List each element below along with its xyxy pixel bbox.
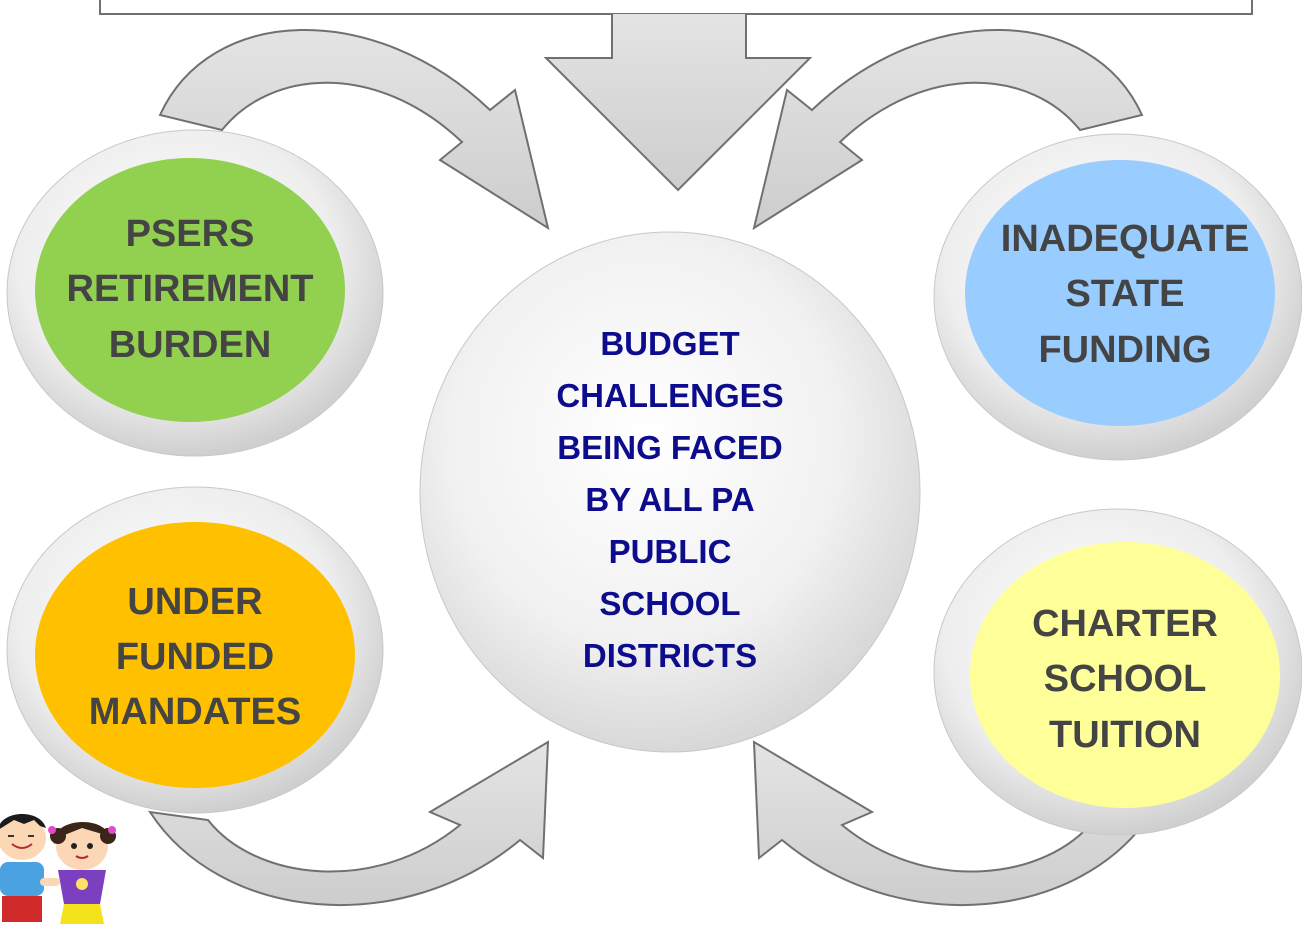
down-arrow <box>543 14 813 192</box>
node-charter <box>933 508 1302 836</box>
node-mandates <box>6 486 384 814</box>
node-psers <box>6 129 384 457</box>
center-circle <box>419 231 921 753</box>
children-clipart-icon <box>0 814 116 924</box>
label-psers: PSERS RETIREMENT BURDEN <box>66 213 314 366</box>
curved-arrow-top-left <box>158 29 550 231</box>
label-charter: CHARTER SCHOOL TUITION <box>1032 603 1218 756</box>
top-box-outline <box>99 0 1253 15</box>
curved-arrow-top-right <box>752 29 1144 231</box>
curved-arrow-bottom-right <box>752 740 1155 906</box>
curved-arrow-bottom-left <box>147 740 550 906</box>
label-state-funding: INADEQUATE STATE FUNDING <box>1000 218 1250 371</box>
label-mandates: UNDER FUNDED MANDATES <box>88 580 302 734</box>
center-title: BUDGET CHALLENGES BEING FACED BY ALL PA … <box>556 324 784 675</box>
node-state-funding <box>933 133 1302 461</box>
